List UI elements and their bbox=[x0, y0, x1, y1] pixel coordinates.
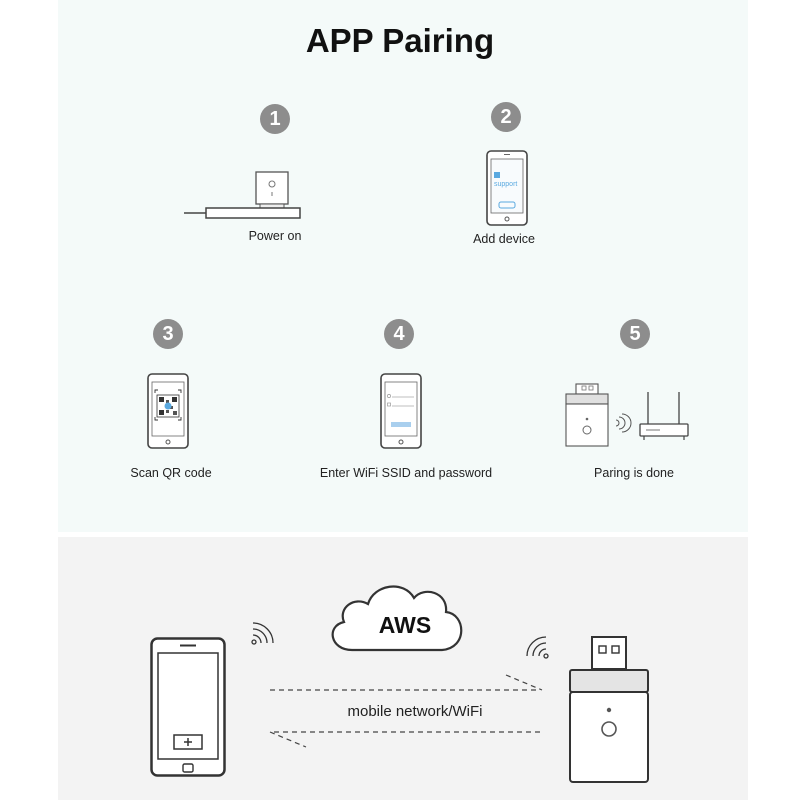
connection-label: mobile network/WiFi bbox=[347, 703, 483, 720]
router-icon bbox=[639, 392, 689, 440]
step-1-badge: 1 bbox=[260, 104, 290, 134]
device-router-icon bbox=[565, 383, 689, 447]
add-icon bbox=[184, 738, 192, 746]
step-1-label: Power on bbox=[248, 229, 302, 243]
step-4-label: Enter WiFi SSID and password bbox=[319, 466, 493, 480]
pairing-steps-panel bbox=[58, 0, 748, 532]
step-3-badge: 3 bbox=[153, 319, 183, 349]
device-button-icon bbox=[601, 721, 617, 737]
aws-label: AWS bbox=[378, 612, 432, 638]
step-5-badge: 5 bbox=[620, 319, 650, 349]
phone-signal-icon bbox=[251, 622, 274, 645]
app-support-text: support bbox=[494, 181, 517, 188]
power-strip-icon bbox=[184, 171, 301, 219]
step-5-label: Paring is done bbox=[594, 466, 674, 480]
phone-app-icon: support bbox=[486, 150, 528, 226]
phone-wifi-form-icon bbox=[380, 373, 422, 449]
step-2-label: Add device bbox=[473, 232, 535, 246]
qr-code-icon bbox=[156, 394, 180, 418]
arrow-right-icon bbox=[270, 674, 543, 691]
arrow-left-icon bbox=[269, 731, 542, 748]
step-2-badge: 2 bbox=[491, 102, 521, 132]
data-flow-arrows bbox=[269, 674, 543, 748]
phone-qr-icon bbox=[147, 373, 189, 449]
smart-adapter-icon bbox=[569, 636, 649, 783]
cloud-icon bbox=[331, 585, 463, 652]
step-3-label: Scan QR code bbox=[130, 466, 212, 480]
device-signal-icon bbox=[526, 636, 549, 659]
step-4-badge: 4 bbox=[384, 319, 414, 349]
page-title: APP Pairing bbox=[305, 22, 495, 59]
wifi-signal-icon bbox=[615, 413, 632, 433]
smartphone-icon bbox=[150, 637, 226, 777]
